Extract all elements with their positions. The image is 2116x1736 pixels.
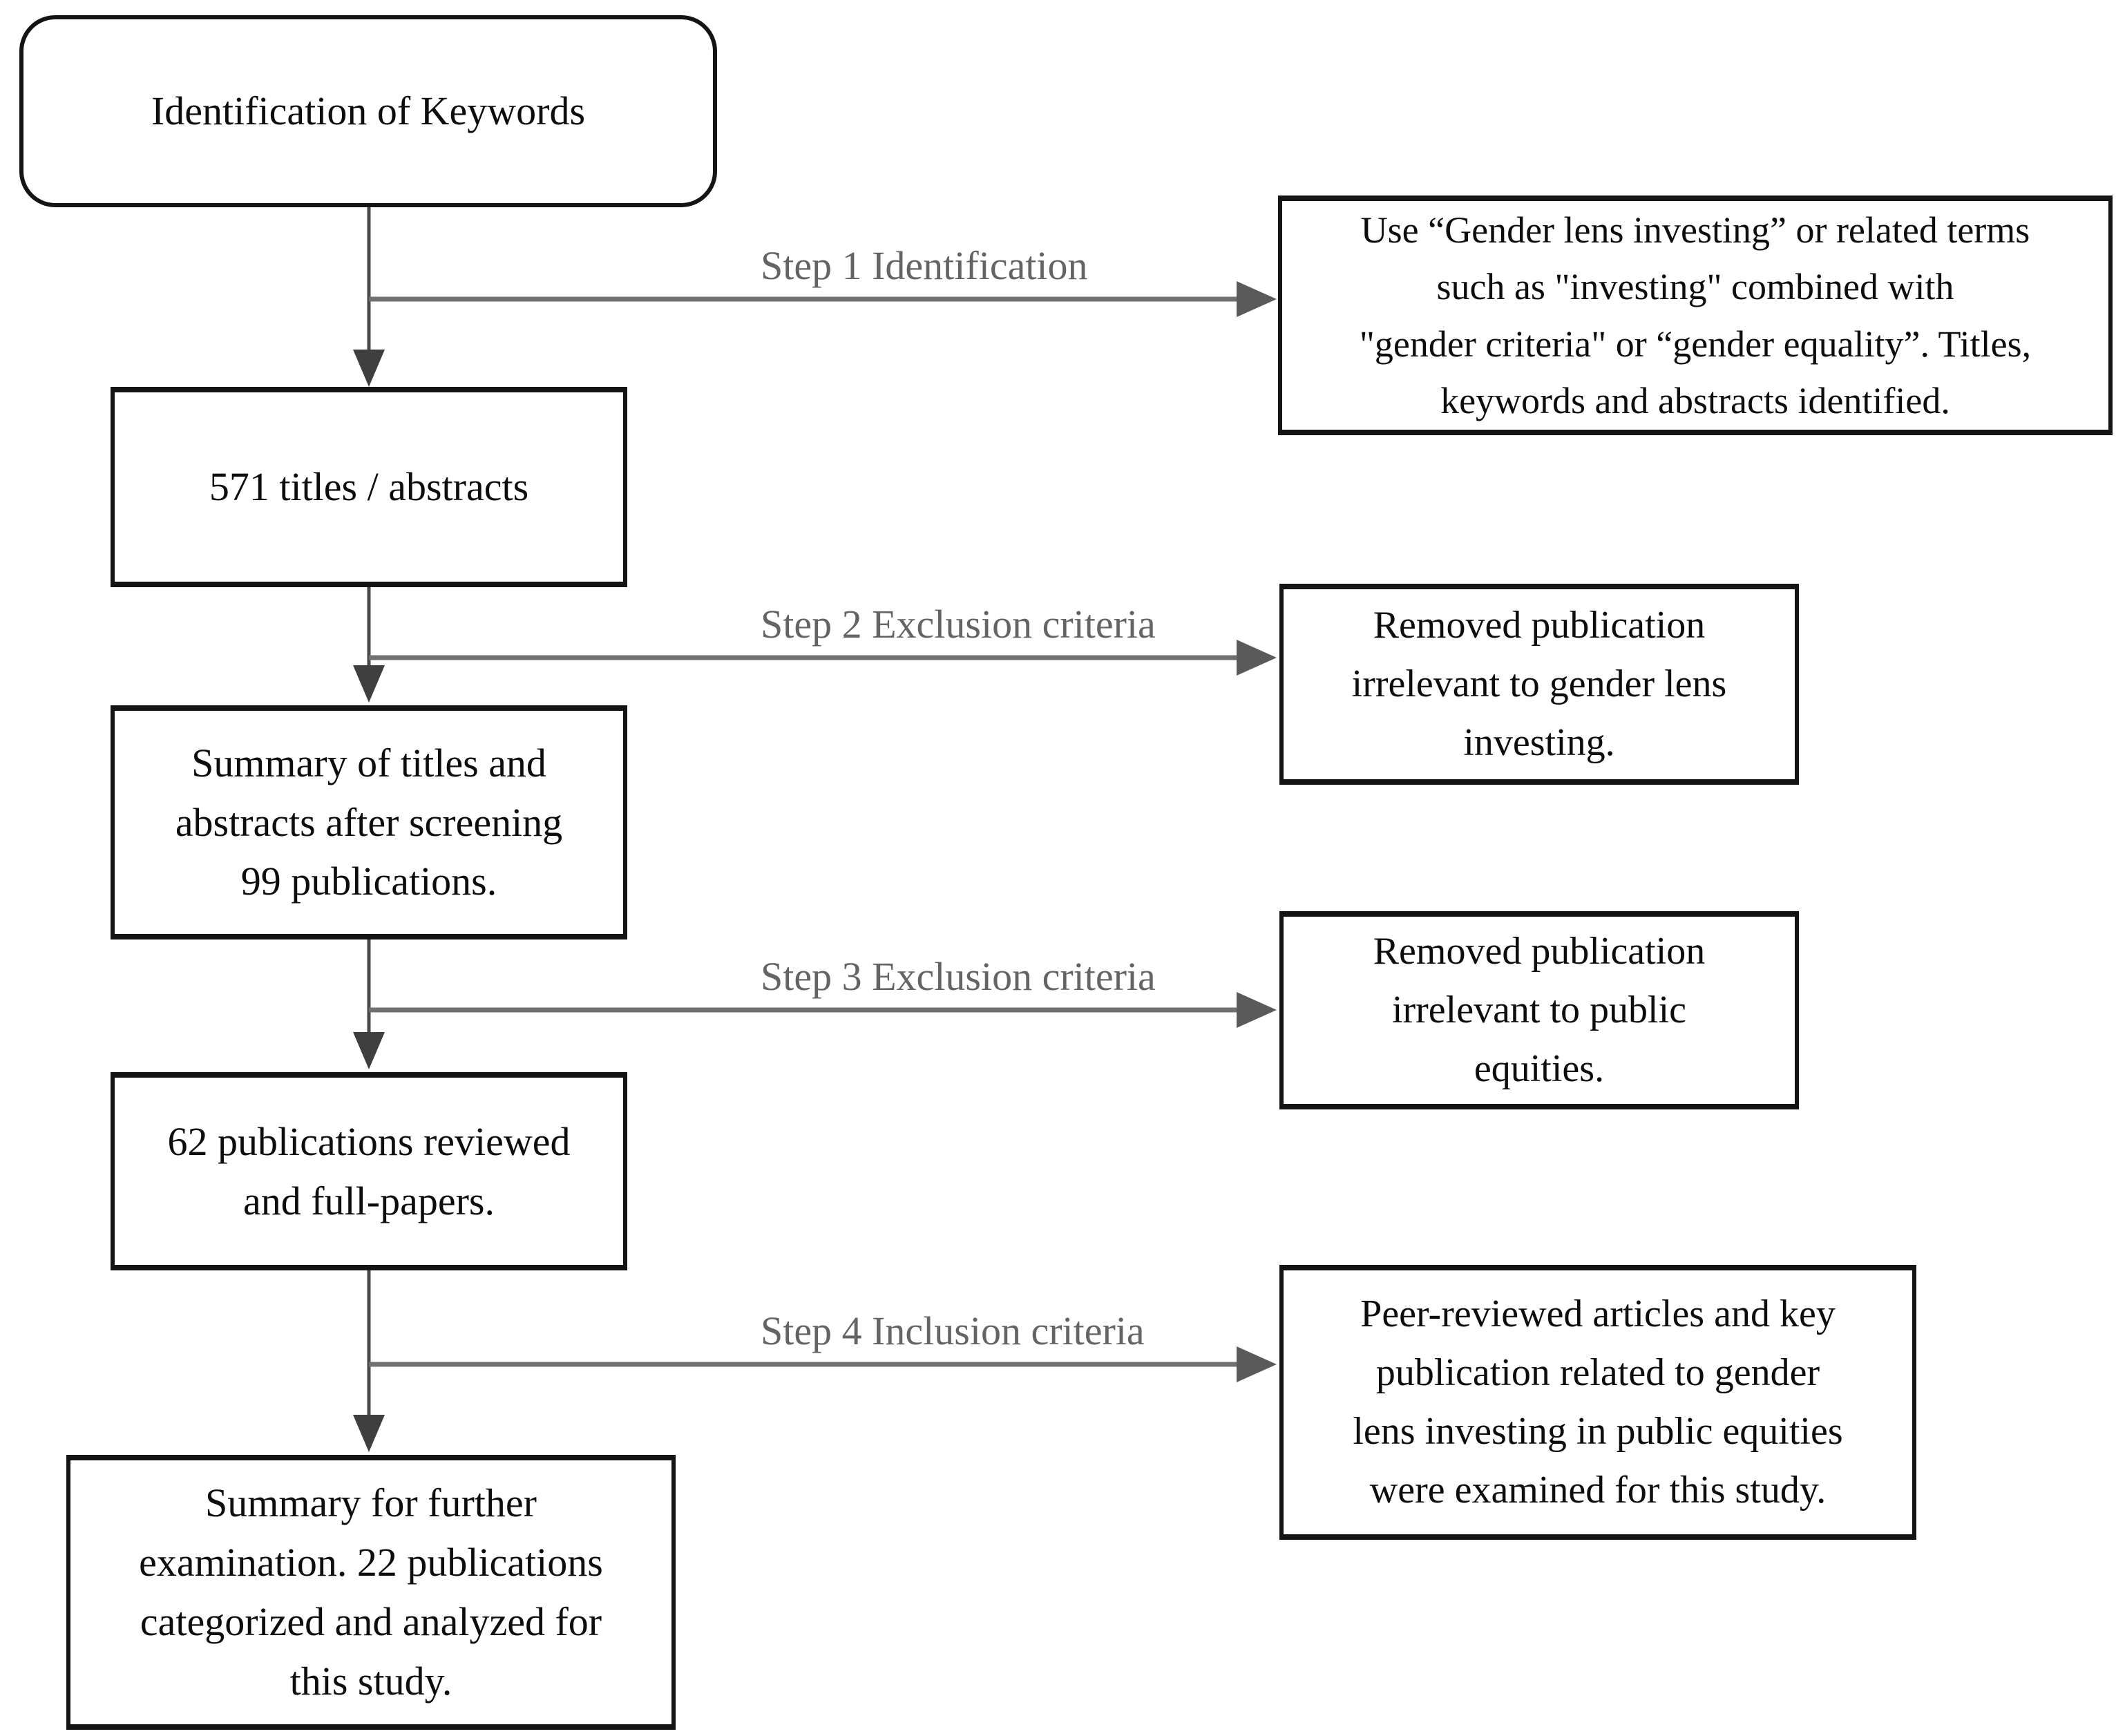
note-step-4-inclusion-text: Peer-reviewed articles and key publicati… bbox=[1353, 1292, 1843, 1512]
step-2-label: Step 2 Exclusion criteria bbox=[761, 602, 1156, 647]
node-62-publications-reviewed-text: 62 publications reviewed and full-papers… bbox=[167, 1118, 571, 1223]
step-4-label: Step 4 Inclusion criteria bbox=[761, 1308, 1145, 1353]
step-3-label: Step 3 Exclusion criteria bbox=[761, 954, 1156, 999]
note-step-1-identification-text: Use “Gender lens investing” or related t… bbox=[1359, 209, 2032, 421]
node-62-publications-reviewed: 62 publications reviewed and full-papers… bbox=[111, 1072, 627, 1270]
node-summary-after-screening-text: Summary of titles and abstracts after sc… bbox=[175, 740, 563, 904]
note-step-3-exclusion: Removed publication irrelevant to public… bbox=[1279, 911, 1799, 1109]
step-1-label: Step 1 Identification bbox=[761, 243, 1088, 288]
arrow-down-2 bbox=[353, 587, 385, 703]
node-571-titles-abstracts: 571 titles / abstracts bbox=[111, 387, 627, 587]
note-step-1-identification: Use “Gender lens investing” or related t… bbox=[1278, 195, 2113, 435]
arrow-down-1 bbox=[353, 207, 385, 387]
node-571-titles-abstracts-text: 571 titles / abstracts bbox=[209, 464, 529, 510]
node-identification-of-keywords-text: Identification of Keywords bbox=[151, 88, 586, 134]
note-step-3-exclusion-text: Removed publication irrelevant to public… bbox=[1373, 929, 1706, 1091]
note-step-2-exclusion-text: Removed publication irrelevant to gender… bbox=[1351, 603, 1727, 765]
arrow-down-3 bbox=[353, 939, 385, 1069]
node-final-summary: Summary for further examination. 22 publ… bbox=[66, 1455, 676, 1730]
node-identification-of-keywords: Identification of Keywords bbox=[19, 15, 717, 207]
node-summary-after-screening: Summary of titles and abstracts after sc… bbox=[111, 705, 627, 939]
note-step-2-exclusion: Removed publication irrelevant to gender… bbox=[1279, 584, 1799, 785]
note-step-4-inclusion: Peer-reviewed articles and key publicati… bbox=[1279, 1265, 1916, 1540]
arrow-down-4 bbox=[353, 1270, 385, 1452]
node-final-summary-text: Summary for further examination. 22 publ… bbox=[139, 1480, 603, 1704]
